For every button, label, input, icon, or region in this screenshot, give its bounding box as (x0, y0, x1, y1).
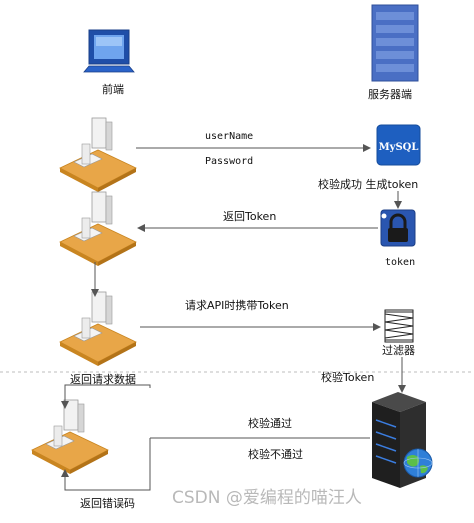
verify-generate-label: 校验成功 生成token (318, 177, 418, 191)
password-label: Password (205, 156, 253, 167)
mysql-icon: MySQL (376, 124, 421, 166)
verify-pass-label: 校验通过 (248, 416, 292, 430)
return-token-label: 返回Token (223, 210, 276, 223)
token-label: token (385, 257, 415, 268)
workstation-icon-1 (59, 117, 137, 193)
request-with-token-label: 请求API时携带Token (185, 298, 289, 312)
client-label: 前端 (102, 82, 124, 96)
globe-icon (403, 448, 433, 478)
mysql-logo-text: MySQL (379, 142, 419, 153)
server-label: 服务器端 (368, 88, 412, 101)
username-label: userName (205, 131, 253, 142)
return-error-arrow (61, 438, 151, 491)
filter-label: 过滤器 (382, 344, 415, 357)
watermark: CSDN @爱编程的喵汪人 (172, 488, 362, 508)
workstation-icon-4 (31, 399, 109, 475)
lock-icon (380, 209, 416, 247)
filter-icon (384, 309, 414, 343)
verify-token-label: 校验Token (321, 370, 374, 384)
workstation-icon-2 (59, 191, 137, 267)
server-rack-icon (371, 4, 419, 82)
workstation-icon-3 (59, 291, 137, 367)
return-data-arrow (61, 384, 151, 409)
server-tower-icon (372, 392, 426, 488)
return-data-label: 返回请求数据 (70, 372, 136, 386)
monitor-icon (83, 29, 135, 73)
verify-fail-label: 校验不通过 (248, 447, 303, 461)
return-error-label: 返回错误码 (80, 496, 135, 510)
